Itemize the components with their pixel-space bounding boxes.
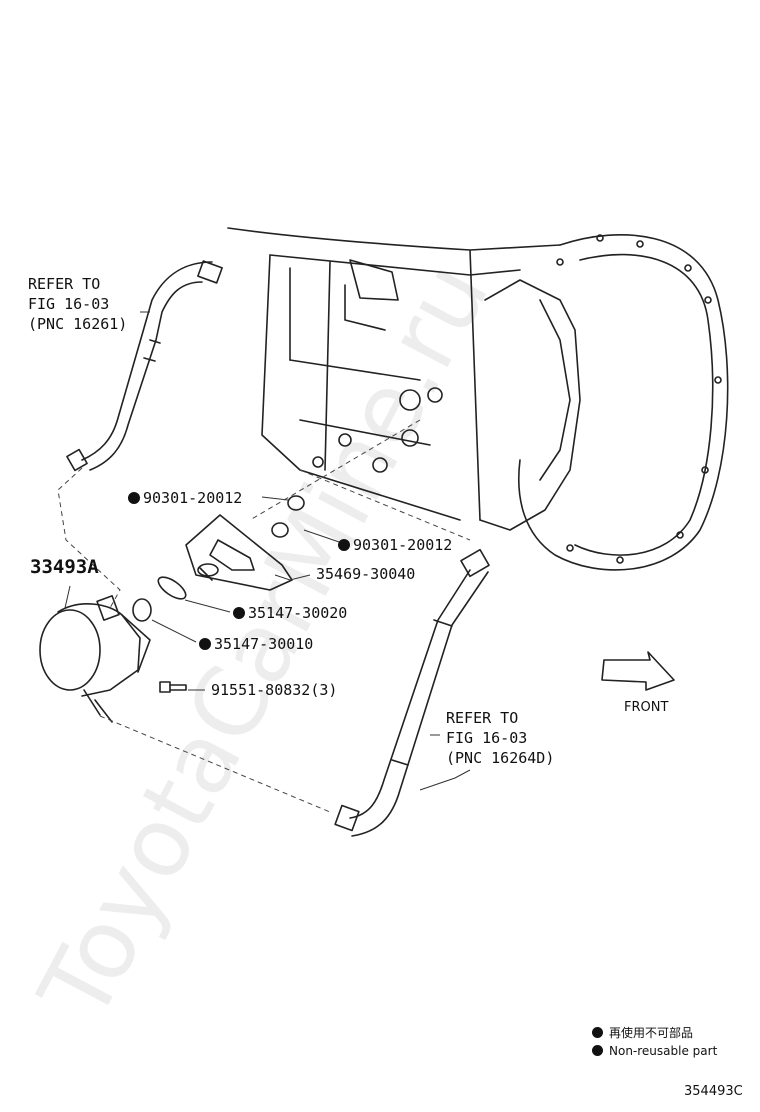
part-35147-30010[interactable]: 35147-30010 <box>199 634 313 654</box>
part-35147-30020-text: 35147-30020 <box>248 604 348 622</box>
front-label: FRONT <box>624 700 669 715</box>
refer-label-upper: REFER TO FIG 16-03 (PNC 16261) <box>28 274 127 334</box>
part-90301-lower-text: 90301-20012 <box>353 536 453 554</box>
front-arrow <box>601 651 675 691</box>
non-reusable-dot-icon <box>199 638 211 650</box>
diagram-id: 354493C <box>684 1084 743 1099</box>
legend-jp-text: 再使用不可部品 <box>609 1026 694 1040</box>
lower-hose <box>334 548 490 837</box>
refer-lower-line1: REFER TO <box>446 709 519 727</box>
oil-cooler <box>39 595 151 723</box>
part-90301-upper[interactable]: 90301-20012 <box>128 488 242 508</box>
non-reusable-dot-icon <box>338 539 350 551</box>
non-reusable-dot-icon <box>233 607 245 619</box>
legend-en: Non-reusable part <box>592 1044 717 1058</box>
refer-upper-line2: FIG 16-03 <box>28 295 110 313</box>
part-35147-30010-text: 35147-30010 <box>214 635 314 653</box>
part-35147-30020[interactable]: 35147-30020 <box>233 603 347 623</box>
cooler-adapter-plate <box>185 514 293 591</box>
refer-lower-line3: (PNC 16264D) <box>446 749 555 767</box>
part-91551-label[interactable]: 91551-80832(3) <box>211 681 338 699</box>
legend-en-text: Non-reusable part <box>609 1044 718 1058</box>
bolt <box>159 681 187 693</box>
part-33493a-label[interactable]: 33493A <box>30 556 99 578</box>
non-reusable-dot-icon <box>592 1027 603 1038</box>
refer-label-lower: REFER TO FIG 16-03 (PNC 16264D) <box>446 708 554 768</box>
part-90301-lower[interactable]: 90301-20012 <box>338 535 452 555</box>
non-reusable-dot-icon <box>592 1045 603 1056</box>
upper-hose <box>66 260 223 472</box>
o-rings <box>132 495 305 622</box>
part-35469-label[interactable]: 35469-30040 <box>316 565 416 583</box>
non-reusable-dot-icon <box>128 492 140 504</box>
refer-lower-line2: FIG 16-03 <box>446 729 528 747</box>
leader-lines <box>64 311 471 791</box>
refer-upper-line3: (PNC 16261) <box>28 315 128 333</box>
refer-upper-line1: REFER TO <box>28 275 101 293</box>
legend-jp: 再使用不可部品 <box>592 1024 693 1041</box>
part-90301-upper-text: 90301-20012 <box>143 489 243 507</box>
bell-housing <box>517 234 729 571</box>
dashed-guides <box>57 419 471 813</box>
transmission-case <box>227 227 581 531</box>
